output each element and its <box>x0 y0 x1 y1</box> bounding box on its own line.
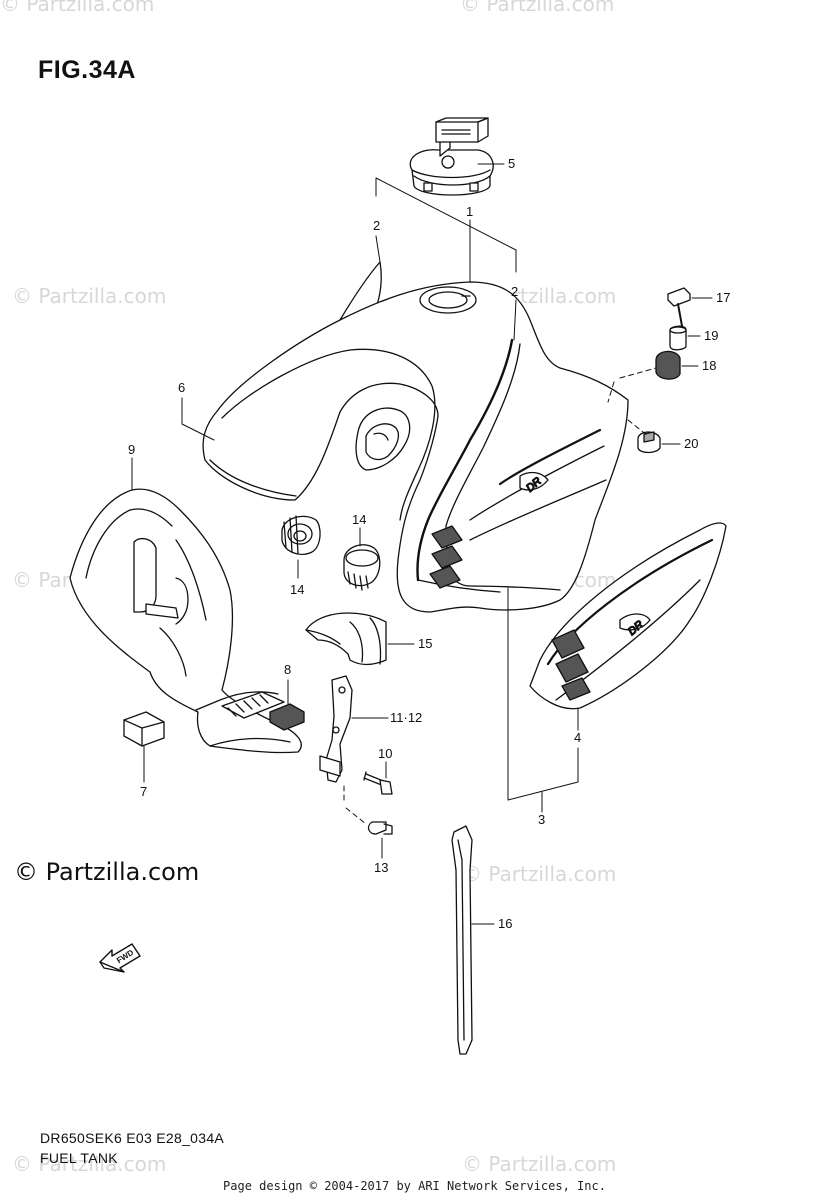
callout-20: 20 <box>684 436 698 451</box>
callout-2b: 2 <box>511 284 518 299</box>
tank-cushion[interactable] <box>305 612 387 666</box>
side-decal[interactable] <box>529 522 727 710</box>
pad[interactable] <box>269 703 305 731</box>
callout-14a: 14 <box>290 582 304 597</box>
callout-5: 5 <box>508 156 515 171</box>
watermark: © Partzilla.com <box>0 0 155 16</box>
bolt-10[interactable] <box>363 771 393 795</box>
callout-17: 17 <box>716 290 730 305</box>
grommet-right[interactable] <box>343 544 381 591</box>
section-name: FUEL TANK <box>40 1150 118 1166</box>
rubber-cushion[interactable] <box>123 711 165 747</box>
watermark: © Partzilla.com <box>12 1152 167 1176</box>
callout-19: 19 <box>704 328 718 343</box>
callout-15: 15 <box>418 636 432 651</box>
watermark: © Partzilla.com <box>462 1152 617 1176</box>
model-code: DR650SEK6 E03 E28_034A <box>40 1130 225 1146</box>
callout-11-12: 11·12 <box>390 710 422 725</box>
bolt-13[interactable] <box>367 821 393 835</box>
callout-13: 13 <box>374 860 388 875</box>
collar-19[interactable] <box>669 325 687 351</box>
callout-1: 1 <box>466 204 473 219</box>
watermark: © Partzilla.com <box>462 862 617 886</box>
watermark: © Partzilla.com <box>12 284 167 308</box>
fwd-arrow <box>99 943 141 973</box>
callout-14b: 14 <box>352 512 366 527</box>
callout-10: 10 <box>378 746 392 761</box>
callout-16: 16 <box>498 916 512 931</box>
tank-band[interactable] <box>451 825 473 1055</box>
bolt-17[interactable] <box>667 287 691 327</box>
callout-2a: 2 <box>373 218 380 233</box>
callout-6: 6 <box>178 380 185 395</box>
fuel-cap[interactable] <box>409 117 494 196</box>
grommet-left[interactable] <box>281 515 321 555</box>
callout-8: 8 <box>284 662 291 677</box>
copyright-text: © Partzilla.com <box>14 858 200 886</box>
cushion-20[interactable] <box>637 431 661 454</box>
tank-bracket[interactable] <box>319 675 353 783</box>
callout-3: 3 <box>538 812 545 827</box>
tank-shroud[interactable] <box>69 488 302 754</box>
callout-7: 7 <box>140 784 147 799</box>
page-footer: Page design © 2004-2017 by ARI Network S… <box>223 1179 606 1193</box>
watermark: © Partzilla.com <box>460 0 615 16</box>
fuel-tank[interactable] <box>202 281 629 613</box>
callout-9: 9 <box>128 442 135 457</box>
callout-18: 18 <box>702 358 716 373</box>
figure-title: FIG.34A <box>38 56 136 84</box>
cushion-18[interactable] <box>655 350 681 380</box>
callout-4: 4 <box>574 730 581 745</box>
